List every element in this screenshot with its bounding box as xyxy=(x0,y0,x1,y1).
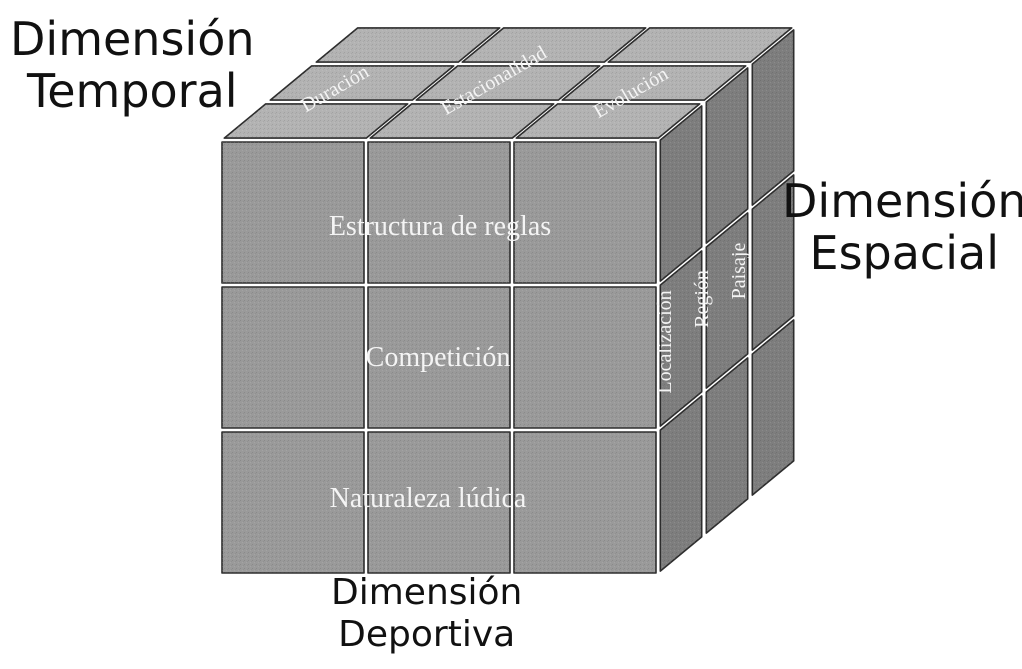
side-block-0-0-texture xyxy=(660,395,702,572)
top-block-1-0-texture xyxy=(270,65,454,101)
top-block-0-2-texture xyxy=(516,103,700,139)
side-block-2-2-texture xyxy=(752,29,794,206)
front-block-1-1-texture xyxy=(368,287,510,428)
front-block-0-0-texture xyxy=(222,432,364,573)
side-label-paisaje: Paisaje xyxy=(728,243,750,300)
top-block-2-1-texture xyxy=(462,27,646,63)
front-block-1-2-texture xyxy=(514,287,656,428)
top-face xyxy=(223,27,793,139)
side-label-region: Región xyxy=(691,270,713,328)
dimension-temporal-line1: Dimensión xyxy=(10,12,255,66)
side-face xyxy=(659,29,795,572)
top-block-2-2-texture xyxy=(608,27,792,63)
side-block-0-2-texture xyxy=(660,105,702,282)
top-block-1-1-texture xyxy=(416,65,600,101)
top-block-1-2-texture xyxy=(562,65,746,101)
side-block-1-0-texture xyxy=(706,357,748,534)
side-label-localizacion: Localización xyxy=(654,290,676,393)
top-block-0-0-texture xyxy=(224,103,408,139)
front-label-naturaleza-ludica: Naturaleza lúdica xyxy=(330,483,527,514)
front-face xyxy=(221,141,657,574)
top-block-0-1-texture xyxy=(370,103,554,139)
top-block-2-0-texture xyxy=(316,27,500,63)
front-label-estructura-de-reglas: Estructura de reglas xyxy=(329,211,551,242)
dimension-espacial-line2: Espacial xyxy=(809,225,999,280)
front-block-2-1-texture xyxy=(368,142,510,283)
front-label-competicion: Competición xyxy=(366,342,511,373)
side-block-0-1-texture xyxy=(660,250,702,427)
side-block-2-1-texture xyxy=(752,174,794,351)
front-block-0-2-texture xyxy=(514,432,656,573)
dimension-deportiva-title: Dimensión Deportiva xyxy=(331,572,522,657)
front-block-2-0-texture xyxy=(222,142,364,283)
dimension-deportiva-line2: Deportiva xyxy=(338,614,516,656)
dimension-deportiva-line1: Dimensión xyxy=(331,572,523,613)
dimension-espacial-line1: Dimensión xyxy=(782,174,1022,228)
front-block-1-0-texture xyxy=(222,287,364,428)
front-block-2-2-texture xyxy=(514,142,656,283)
front-block-0-1-texture xyxy=(368,432,510,573)
dimension-espacial-title: Dimensión Espacial xyxy=(782,174,1022,280)
side-block-2-0-texture xyxy=(752,319,794,496)
side-block-1-2-texture xyxy=(706,67,748,244)
side-block-1-1-texture xyxy=(706,212,748,389)
dimension-temporal-title: Dimensión Temporal xyxy=(10,12,255,118)
dimension-temporal-line2: Temporal xyxy=(26,63,238,118)
